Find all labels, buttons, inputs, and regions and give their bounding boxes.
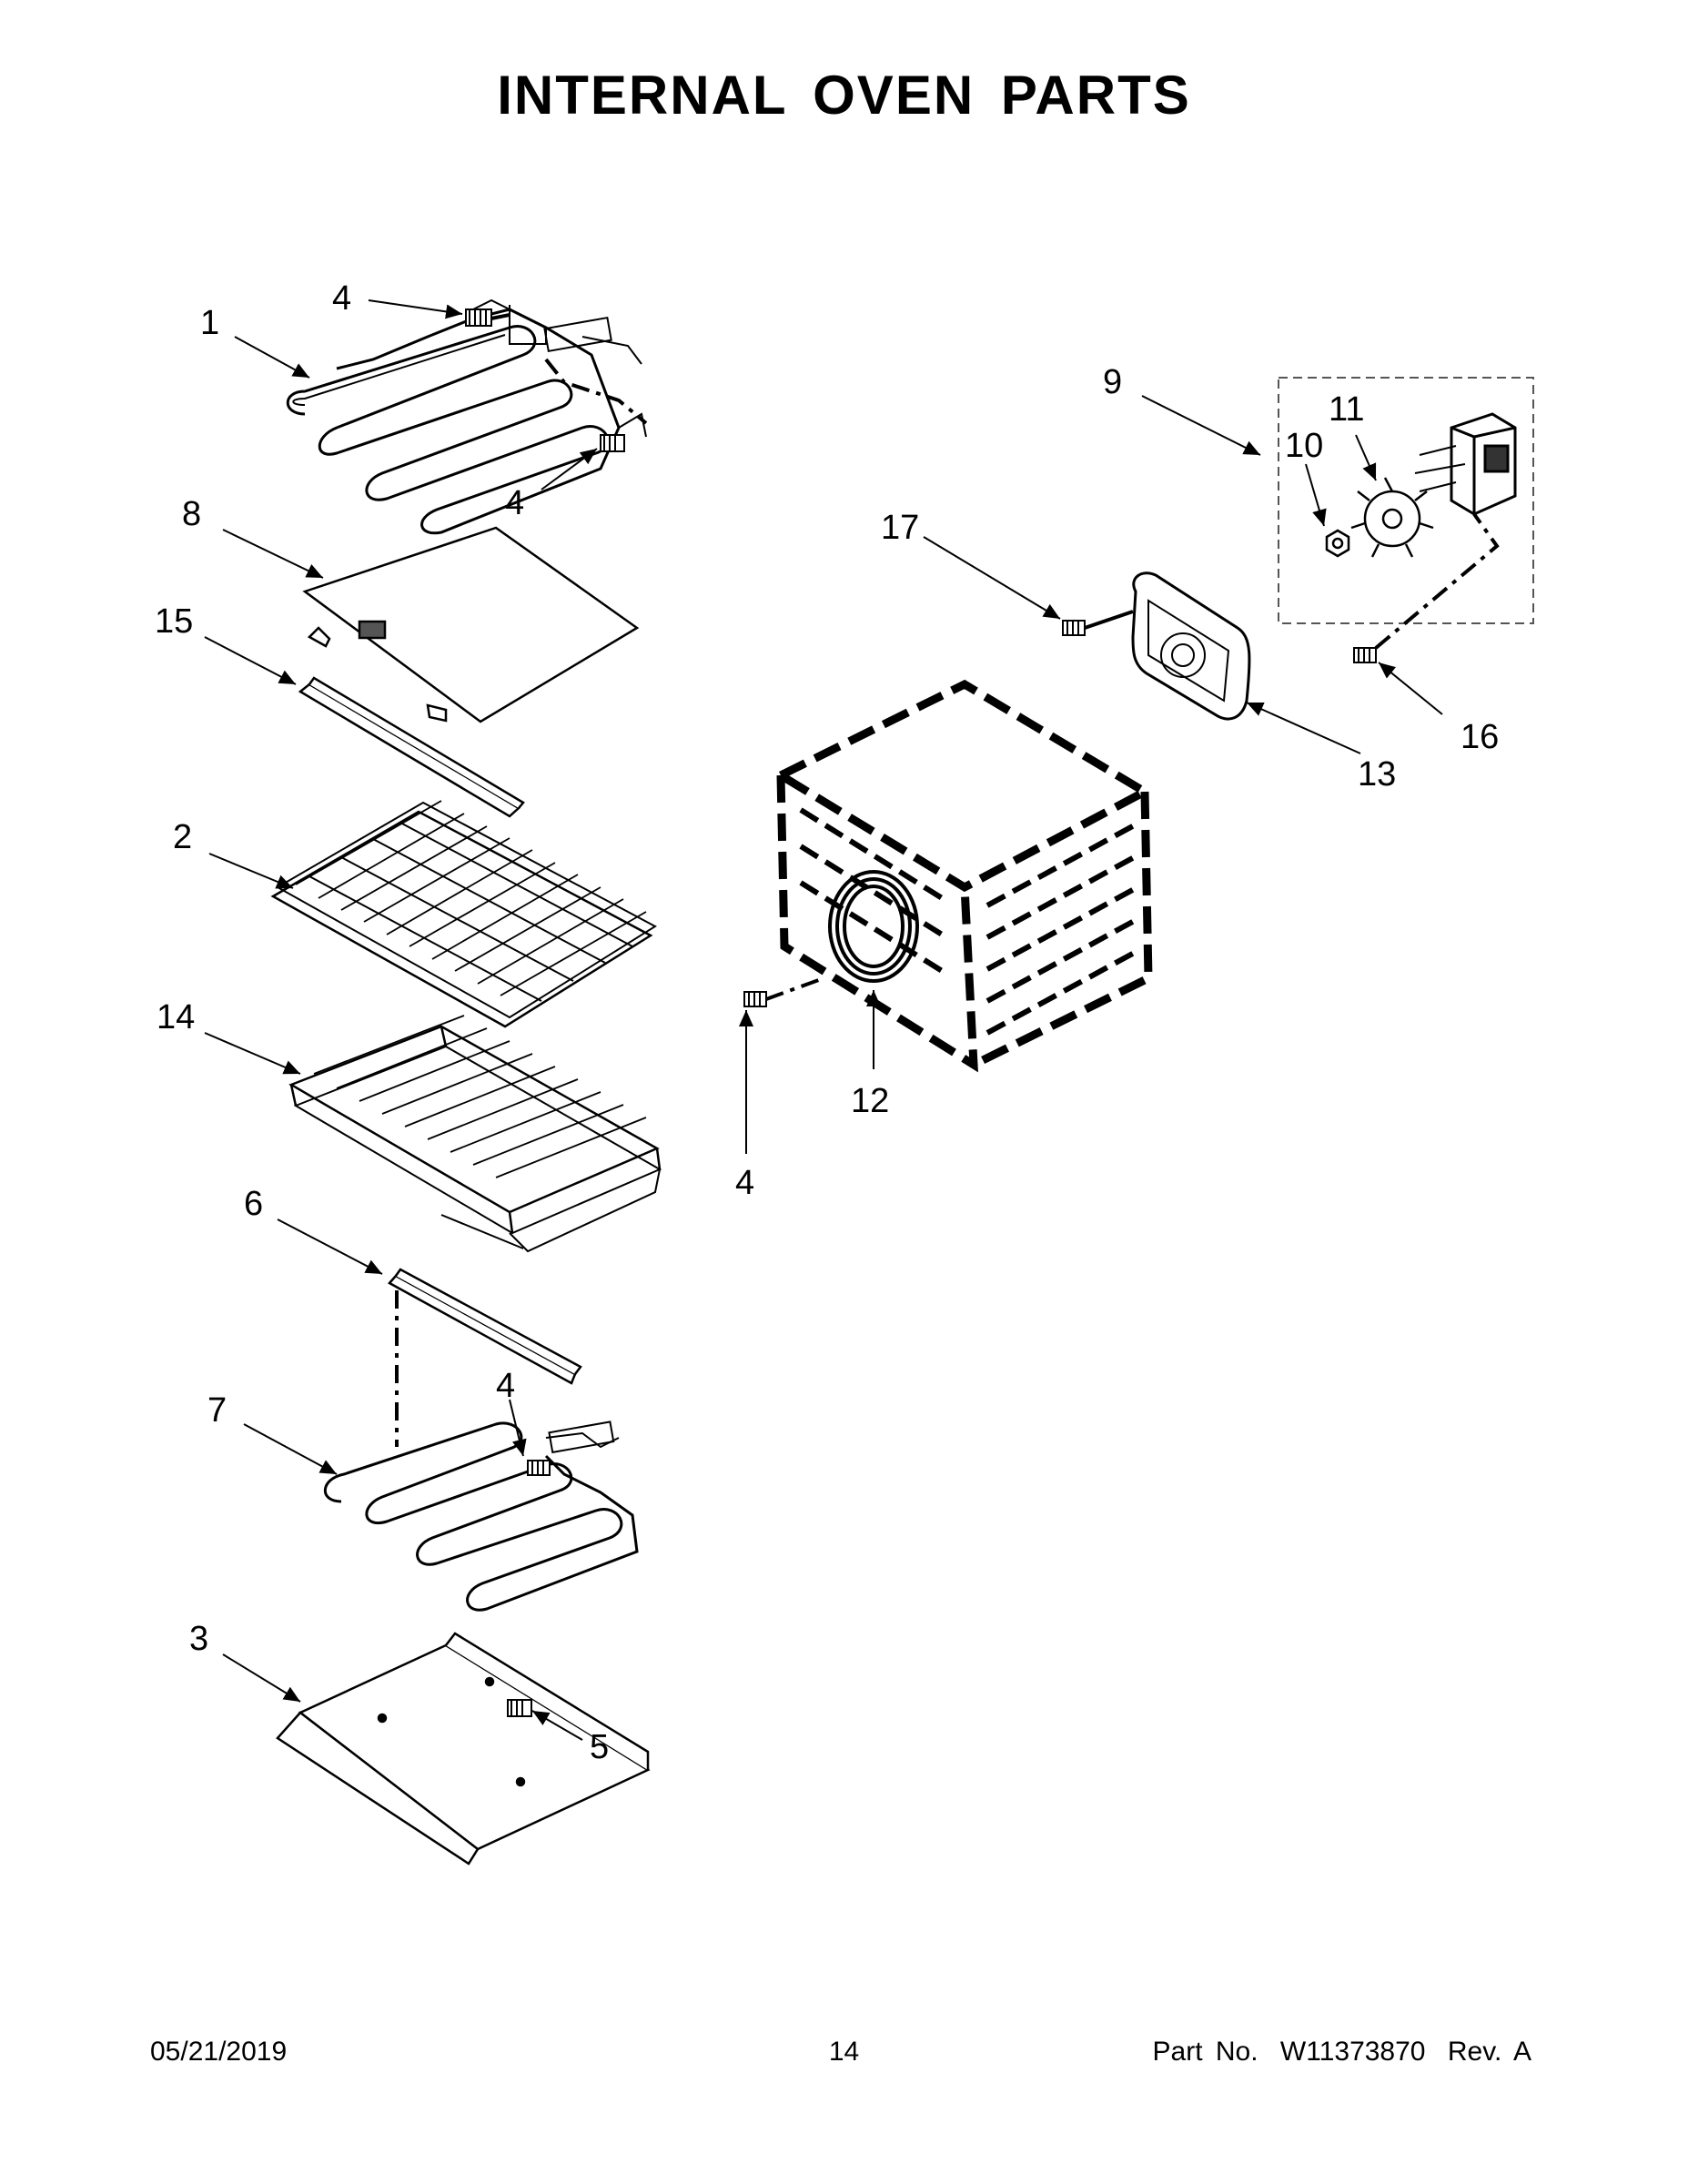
sliding-rack (288, 1015, 662, 1253)
callout-8: 8 (182, 495, 201, 533)
callout-15: 15 (155, 602, 193, 641)
trim-strip (298, 676, 525, 818)
footer-page-number: 14 (828, 2037, 860, 2067)
callout-10: 10 (1285, 427, 1323, 465)
convection-ring-element (828, 870, 919, 983)
screw-part17 (1062, 620, 1086, 636)
footer-part-info: Part No. W11373870 Rev. A (1144, 2037, 1531, 2068)
screw-part4-upper (465, 308, 492, 327)
footer-revision: Rev. A (1447, 2037, 1531, 2067)
screw-part4-bake (527, 1460, 551, 1476)
screw-part16 (1353, 647, 1377, 663)
callout-11: 11 (1329, 390, 1364, 429)
callout-17: 17 (881, 509, 919, 547)
footer-date: 05/21/2019 (150, 2037, 288, 2067)
callout-9: 9 (1103, 363, 1122, 401)
callout-4a: 4 (332, 279, 351, 318)
fan-blade (1350, 477, 1434, 558)
page-title: INTERNAL OVEN PARTS (497, 65, 1191, 126)
callout-16: 16 (1461, 718, 1499, 756)
fan-motor (1414, 412, 1517, 516)
callout-2: 2 (173, 818, 192, 856)
screw-part4-lower-right (600, 434, 625, 452)
callout-12: 12 (851, 1082, 889, 1120)
screw-part4-cavity (743, 991, 767, 1007)
callout-5: 5 (590, 1728, 609, 1766)
dashed-line (765, 976, 824, 1001)
callout-3: 3 (189, 1620, 208, 1658)
fan-nut (1325, 529, 1350, 558)
callout-6: 6 (244, 1185, 263, 1223)
dashed-line (490, 312, 648, 425)
screw-part5 (507, 1699, 532, 1717)
leader-arrows (204, 299, 1443, 1741)
oven-cavity (772, 679, 1154, 1073)
oven-rack (270, 800, 657, 1028)
callout-4b: 4 (505, 484, 524, 522)
callout-14: 14 (157, 998, 195, 1036)
broil-element (286, 298, 647, 535)
bake-shield-strip (388, 1268, 582, 1385)
oven-bottom-panel (276, 1632, 651, 1866)
callout-13: 13 (1358, 755, 1396, 794)
callout-7: 7 (207, 1391, 227, 1430)
footer-part-label: Part No. (1152, 2037, 1258, 2067)
callout-1: 1 (200, 304, 219, 342)
bake-element (323, 1421, 639, 1612)
convection-fan-cover (1131, 571, 1251, 721)
broil-cover-panel (302, 526, 640, 723)
dashed-line (1374, 512, 1500, 650)
callout-4d: 4 (735, 1164, 754, 1202)
callout-4c: 4 (496, 1367, 515, 1405)
dashed-line (1084, 610, 1134, 630)
footer-part-number: W11373870 (1279, 2037, 1426, 2067)
